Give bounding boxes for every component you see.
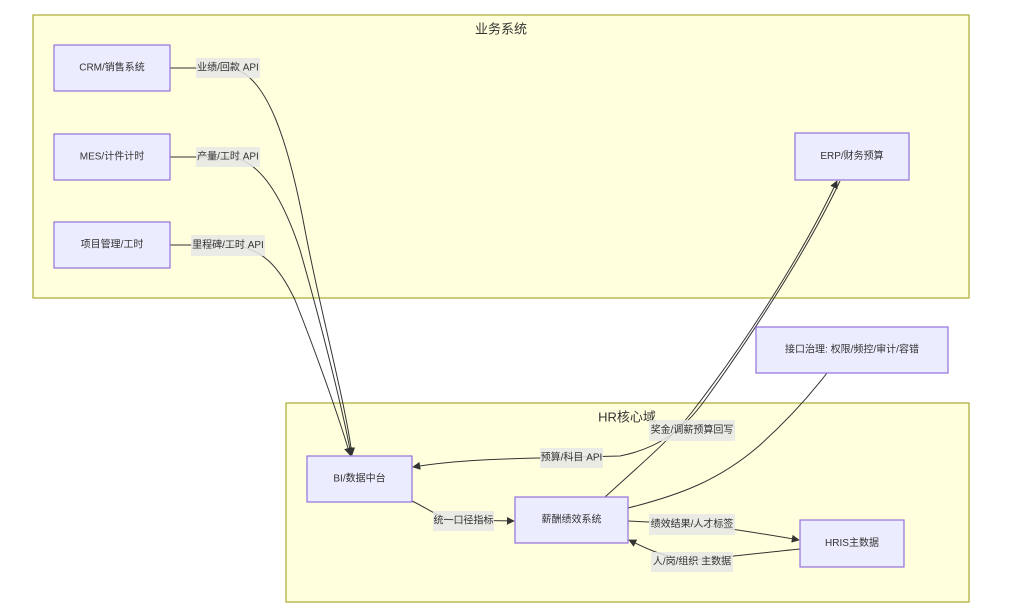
node-erp-label: ERP/财务预算 [820,149,883,162]
edge-label-bg [649,420,735,441]
edge-comp-governance [627,372,828,509]
node-project-management-box [53,221,171,269]
edge-label-bg [651,552,733,572]
node-compensation-performance-box [514,496,629,544]
node-bi-box [306,455,413,503]
node-compensation-performance: 薪酬绩效系统 [514,496,629,544]
node-mes-label: MES/计件计时 [80,150,144,163]
node-hris: HRIS主数据 [799,519,905,568]
edges [170,67,841,561]
edge-label-bg [196,147,260,167]
cluster-business-systems-title: 业务系统 [475,22,527,37]
edge-label-text: 产量/工时 API [197,150,259,163]
edge-crm-to-bi [170,67,356,456]
nodes: CRM/销售系统 MES/计件计时 项目管理/工时 ERP/财务预算 接口治理:… [53,44,949,568]
edge-label-text: 奖金/调薪预算回写 [651,423,734,436]
node-project-management: 项目管理/工时 [53,221,171,269]
node-bi: BI/数据中台 [306,455,413,503]
node-hris-box [799,519,905,568]
node-interface-governance-box [755,326,949,374]
edge-label-bg [433,511,494,531]
edge-labels: 业绩/回款 API 产量/工时 API 里程碑/工时 API 预算/科目 API… [191,58,735,572]
node-crm-box [53,44,171,92]
edge-label-text: 预算/科目 API [541,451,603,464]
edge-label-comp-erp: 奖金/调薪预算回写 [649,420,735,441]
node-crm-label: CRM/销售系统 [79,61,145,74]
node-mes-box [53,133,171,181]
edge-mes-to-bi [170,156,354,456]
edge-label-text: 里程碑/工时 API [192,238,264,251]
edge-label-mes-bi: 产量/工时 API [196,147,260,167]
edge-label-comp-hris: 绩效结果/人才标签 [649,514,735,535]
edge-label-pm-bi: 里程碑/工时 API [191,235,265,256]
edge-comp-to-erp [604,180,838,498]
edge-label-text: 人/岗/组织 主数据 [653,555,731,568]
edge-label-bg [540,448,603,468]
node-hris-label: HRIS主数据 [825,536,879,549]
edge-label-bg [649,514,735,535]
edge-label-bg [191,235,265,256]
edge-label-text: 绩效结果/人才标签 [651,517,734,530]
node-project-management-label: 项目管理/工时 [81,238,144,251]
edge-label-text: 统一口径指标 [434,514,494,527]
node-bi-label: BI/数据中台 [333,472,385,485]
node-crm: CRM/销售系统 [53,44,171,92]
edge-label-bi-comp: 统一口径指标 [433,511,494,531]
edge-label-bg [196,58,260,78]
node-interface-governance-label: 接口治理: 权限/频控/审计/容错 [785,343,919,356]
node-compensation-performance-label: 薪酬绩效系统 [542,513,602,526]
node-interface-governance: 接口治理: 权限/频控/审计/容错 [755,326,949,374]
edge-label-crm-bi: 业绩/回款 API [196,58,260,78]
edge-label-hris-comp: 人/岗/组织 主数据 [651,552,733,572]
edge-label-erp-bi: 预算/科目 API [540,448,603,468]
node-mes: MES/计件计时 [53,133,171,181]
node-erp-box [794,132,910,181]
edge-label-text: 业绩/回款 API [197,61,259,74]
cluster-hr-core-title: HR核心域 [598,410,656,425]
node-erp: ERP/财务预算 [794,132,910,181]
